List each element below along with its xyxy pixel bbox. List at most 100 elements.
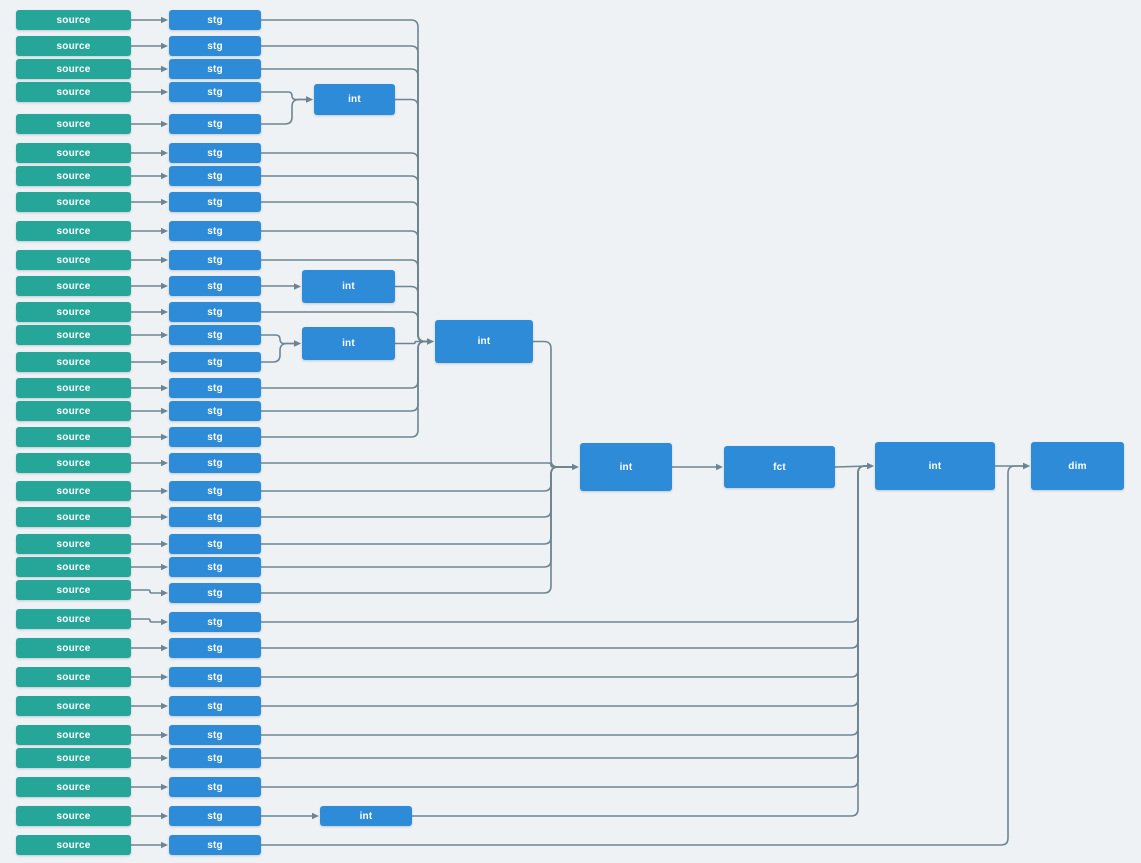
node-source-src19[interactable]: source bbox=[16, 481, 131, 501]
node-source-src14[interactable]: source bbox=[16, 352, 131, 372]
node-stg-stg26[interactable]: stg bbox=[169, 667, 261, 687]
node-stg-stg21[interactable]: stg bbox=[169, 534, 261, 554]
node-label: source bbox=[56, 584, 91, 596]
node-source-src10[interactable]: source bbox=[16, 250, 131, 270]
node-source-src12[interactable]: source bbox=[16, 302, 131, 322]
node-stg-stg24[interactable]: stg bbox=[169, 612, 261, 632]
node-label: stg bbox=[207, 118, 223, 130]
node-source-src4[interactable]: source bbox=[16, 82, 131, 102]
node-stg-stg9[interactable]: stg bbox=[169, 221, 261, 241]
node-source-src20[interactable]: source bbox=[16, 507, 131, 527]
node-label: stg bbox=[207, 329, 223, 341]
node-label: dim bbox=[1068, 460, 1087, 472]
node-source-src32[interactable]: source bbox=[16, 835, 131, 855]
node-label: int bbox=[619, 461, 633, 473]
node-stg-stg15[interactable]: stg bbox=[169, 378, 261, 398]
node-dim-dim1[interactable]: dim bbox=[1031, 442, 1124, 490]
node-label: fct bbox=[773, 461, 786, 473]
node-label: source bbox=[56, 752, 91, 764]
node-label: stg bbox=[207, 225, 223, 237]
node-stg-stg16[interactable]: stg bbox=[169, 401, 261, 421]
node-stg-stg22[interactable]: stg bbox=[169, 557, 261, 577]
node-int-intF[interactable]: int bbox=[875, 442, 995, 490]
node-label: source bbox=[56, 729, 91, 741]
node-stg-stg7[interactable]: stg bbox=[169, 166, 261, 186]
node-source-src21[interactable]: source bbox=[16, 534, 131, 554]
node-label: source bbox=[56, 431, 91, 443]
node-stg-stg30[interactable]: stg bbox=[169, 777, 261, 797]
node-source-src29[interactable]: source bbox=[16, 748, 131, 768]
node-stg-stg14[interactable]: stg bbox=[169, 352, 261, 372]
node-stg-stg11[interactable]: stg bbox=[169, 276, 261, 296]
node-source-src15[interactable]: source bbox=[16, 378, 131, 398]
node-int-intA[interactable]: int bbox=[314, 84, 395, 115]
node-source-src3[interactable]: source bbox=[16, 59, 131, 79]
node-stg-stg20[interactable]: stg bbox=[169, 507, 261, 527]
node-stg-stg2[interactable]: stg bbox=[169, 36, 261, 56]
node-label: source bbox=[56, 700, 91, 712]
node-stg-stg31[interactable]: stg bbox=[169, 806, 261, 826]
node-source-src30[interactable]: source bbox=[16, 777, 131, 797]
node-stg-stg6[interactable]: stg bbox=[169, 143, 261, 163]
node-int-intB[interactable]: int bbox=[302, 270, 395, 303]
node-source-src7[interactable]: source bbox=[16, 166, 131, 186]
node-stg-stg17[interactable]: stg bbox=[169, 427, 261, 447]
node-stg-stg25[interactable]: stg bbox=[169, 638, 261, 658]
node-label: source bbox=[56, 781, 91, 793]
node-stg-stg5[interactable]: stg bbox=[169, 114, 261, 134]
node-source-src16[interactable]: source bbox=[16, 401, 131, 421]
node-stg-stg29[interactable]: stg bbox=[169, 748, 261, 768]
node-label: source bbox=[56, 170, 91, 182]
node-label: source bbox=[56, 613, 91, 625]
node-source-src18[interactable]: source bbox=[16, 453, 131, 473]
node-stg-stg28[interactable]: stg bbox=[169, 725, 261, 745]
node-stg-stg12[interactable]: stg bbox=[169, 302, 261, 322]
node-label: stg bbox=[207, 752, 223, 764]
node-stg-stg27[interactable]: stg bbox=[169, 696, 261, 716]
node-stg-stg19[interactable]: stg bbox=[169, 481, 261, 501]
node-stg-stg32[interactable]: stg bbox=[169, 835, 261, 855]
node-label: stg bbox=[207, 382, 223, 394]
node-source-src13[interactable]: source bbox=[16, 325, 131, 345]
node-source-src27[interactable]: source bbox=[16, 696, 131, 716]
node-stg-stg13[interactable]: stg bbox=[169, 325, 261, 345]
node-stg-stg3[interactable]: stg bbox=[169, 59, 261, 79]
node-label: stg bbox=[207, 86, 223, 98]
node-label: int bbox=[348, 94, 361, 105]
node-stg-stg4[interactable]: stg bbox=[169, 82, 261, 102]
node-source-src6[interactable]: source bbox=[16, 143, 131, 163]
node-label: source bbox=[56, 642, 91, 654]
node-stg-stg18[interactable]: stg bbox=[169, 453, 261, 473]
node-source-src1[interactable]: source bbox=[16, 10, 131, 30]
node-int-intD[interactable]: int bbox=[435, 320, 533, 363]
node-label: stg bbox=[207, 306, 223, 318]
node-source-src24[interactable]: source bbox=[16, 609, 131, 629]
node-stg-stg1[interactable]: stg bbox=[169, 10, 261, 30]
node-int-intE[interactable]: int bbox=[580, 443, 672, 491]
node-label: stg bbox=[207, 280, 223, 292]
node-label: source bbox=[56, 839, 91, 851]
node-stg-stg10[interactable]: stg bbox=[169, 250, 261, 270]
node-source-src26[interactable]: source bbox=[16, 667, 131, 687]
node-source-src9[interactable]: source bbox=[16, 221, 131, 241]
node-stg-stg8[interactable]: stg bbox=[169, 192, 261, 212]
node-int-intC[interactable]: int bbox=[302, 327, 395, 360]
node-source-src11[interactable]: source bbox=[16, 276, 131, 296]
node-source-src17[interactable]: source bbox=[16, 427, 131, 447]
node-label: int bbox=[477, 336, 491, 347]
node-fct-fct1[interactable]: fct bbox=[724, 446, 835, 488]
node-source-src2[interactable]: source bbox=[16, 36, 131, 56]
node-stg-stg23[interactable]: stg bbox=[169, 583, 261, 603]
node-label: stg bbox=[207, 511, 223, 523]
node-int-intG[interactable]: int bbox=[320, 806, 412, 826]
node-source-src31[interactable]: source bbox=[16, 806, 131, 826]
node-source-src25[interactable]: source bbox=[16, 638, 131, 658]
node-source-src28[interactable]: source bbox=[16, 725, 131, 745]
node-source-src23[interactable]: source bbox=[16, 580, 131, 600]
node-source-src5[interactable]: source bbox=[16, 114, 131, 134]
node-label: stg bbox=[207, 254, 223, 266]
node-label: stg bbox=[207, 561, 223, 573]
node-source-src22[interactable]: source bbox=[16, 557, 131, 577]
node-source-src8[interactable]: source bbox=[16, 192, 131, 212]
